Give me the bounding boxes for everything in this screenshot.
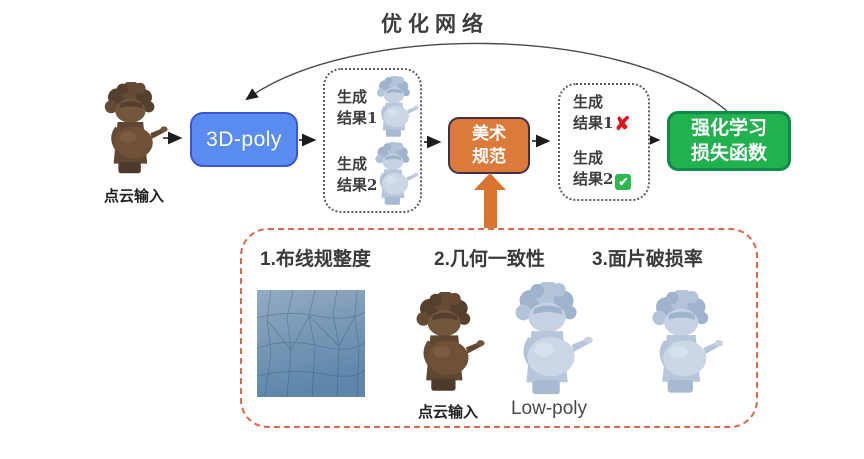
feedback-arrow — [245, 42, 728, 112]
low-poly-figure — [496, 282, 602, 400]
point-cloud-input-label: 点云输入 — [103, 188, 164, 205]
gen-result-1-thumbnail — [370, 76, 420, 140]
orange-up-arrow-shaft — [484, 189, 497, 228]
cross-icon: ✘ — [614, 113, 631, 135]
criteria-item-1: 1.布线规整度 — [260, 249, 371, 270]
mesh-wireframe-image — [257, 290, 365, 397]
art-spec-box: 美术 规范 — [448, 117, 530, 174]
low-poly-label: Low-poly — [510, 398, 588, 419]
3d-poly-label: 3D-poly — [206, 127, 282, 151]
check-icon: ✔ — [615, 174, 632, 190]
point-cloud-bottom-label: 点云输入 — [417, 404, 478, 421]
criteria-panel: 1.布线规整度 2.几何一致性 3.面片破损率 — [240, 228, 758, 428]
orange-up-arrow-head — [474, 173, 506, 190]
rl-loss-box: 强化学习 损失函数 — [667, 111, 791, 171]
damaged-mesh-figure — [638, 290, 728, 398]
criteria-item-2: 2.几何一致性 — [434, 249, 545, 270]
eval-result-2-label: 生成 结果2✔ — [573, 148, 632, 190]
point-cloud-figure — [96, 78, 168, 182]
gen-result-2-thumbnail — [368, 142, 420, 208]
criteria-item-3: 3.面片破损率 — [592, 249, 703, 270]
rl-loss-line1: 强化学习 — [690, 117, 767, 139]
evaluation-results-box: 生成 结果1✘ 生成 结果2✔ — [558, 83, 650, 201]
rl-loss-line2: 损失函数 — [690, 143, 767, 164]
gen-result-2-label: 生成 结果2 — [337, 155, 378, 194]
gen-result-1-label: 生成 结果1 — [337, 88, 378, 127]
art-spec-line2: 规范 — [472, 146, 506, 166]
generation-results-box: 生成 结果1 生成 结果2 — [323, 68, 422, 213]
art-spec-line1: 美术 — [472, 124, 506, 144]
point-cloud-figure-bottom — [407, 288, 485, 400]
3d-poly-box: 3D-poly — [190, 112, 298, 167]
optimize-network-title: 优化网络 — [381, 11, 489, 36]
eval-result-1-label: 生成 结果1✘ — [573, 93, 631, 135]
